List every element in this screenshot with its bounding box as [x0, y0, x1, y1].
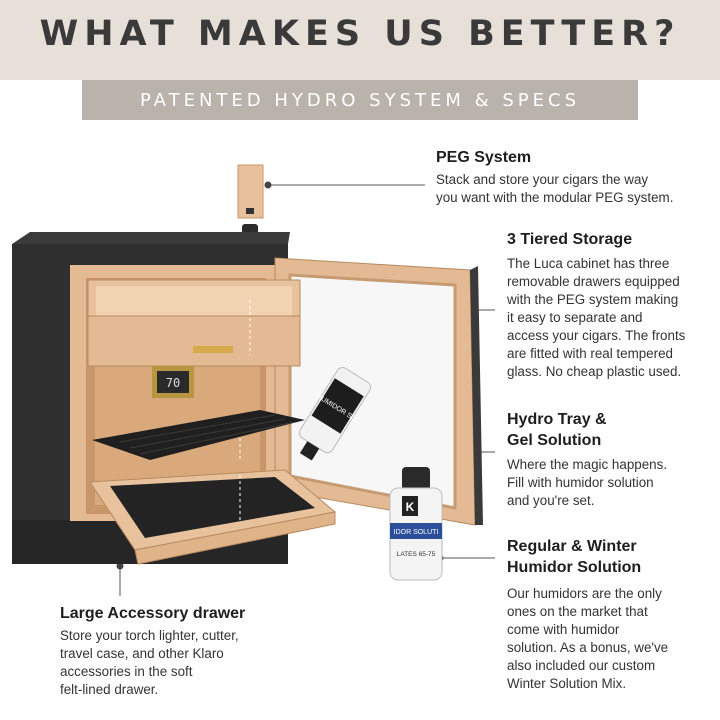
hygrometer-readout: 70 — [166, 376, 180, 390]
page-subtitle: PATENTED HYDRO SYSTEM & SPECS — [139, 90, 581, 111]
hydro-title: Hydro Tray &Gel Solution — [507, 411, 607, 449]
tilted-bottle: HUMIDOR SO — [298, 367, 372, 461]
hydro-description: Where the magic happens.Fill with humido… — [507, 457, 668, 508]
header-banner — [0, 0, 720, 80]
accessory-title: Large Accessory drawer — [60, 605, 246, 622]
page-title: WHAT MAKES US BETTER? — [39, 14, 681, 54]
product-illustration: 70 HUMIDOR SO K IDOR SOLUTI LATES 65-75 — [12, 164, 495, 596]
subtitle-bar — [82, 80, 638, 120]
storage-title: 3 Tiered Storage — [507, 231, 633, 248]
standing-bottle: K IDOR SOLUTI LATES 65-75 — [389, 467, 443, 581]
bottle-logo: K — [406, 500, 415, 514]
bottle-front-label: IDOR SOLUTI — [394, 529, 439, 536]
bottle-bottom-label: LATES 65-75 — [397, 551, 436, 558]
drawer-handle — [193, 346, 233, 353]
peg-title: PEG System — [436, 149, 532, 166]
door-glass — [288, 273, 457, 510]
accessory-description: Store your torch lighter, cutter,travel … — [60, 628, 239, 697]
